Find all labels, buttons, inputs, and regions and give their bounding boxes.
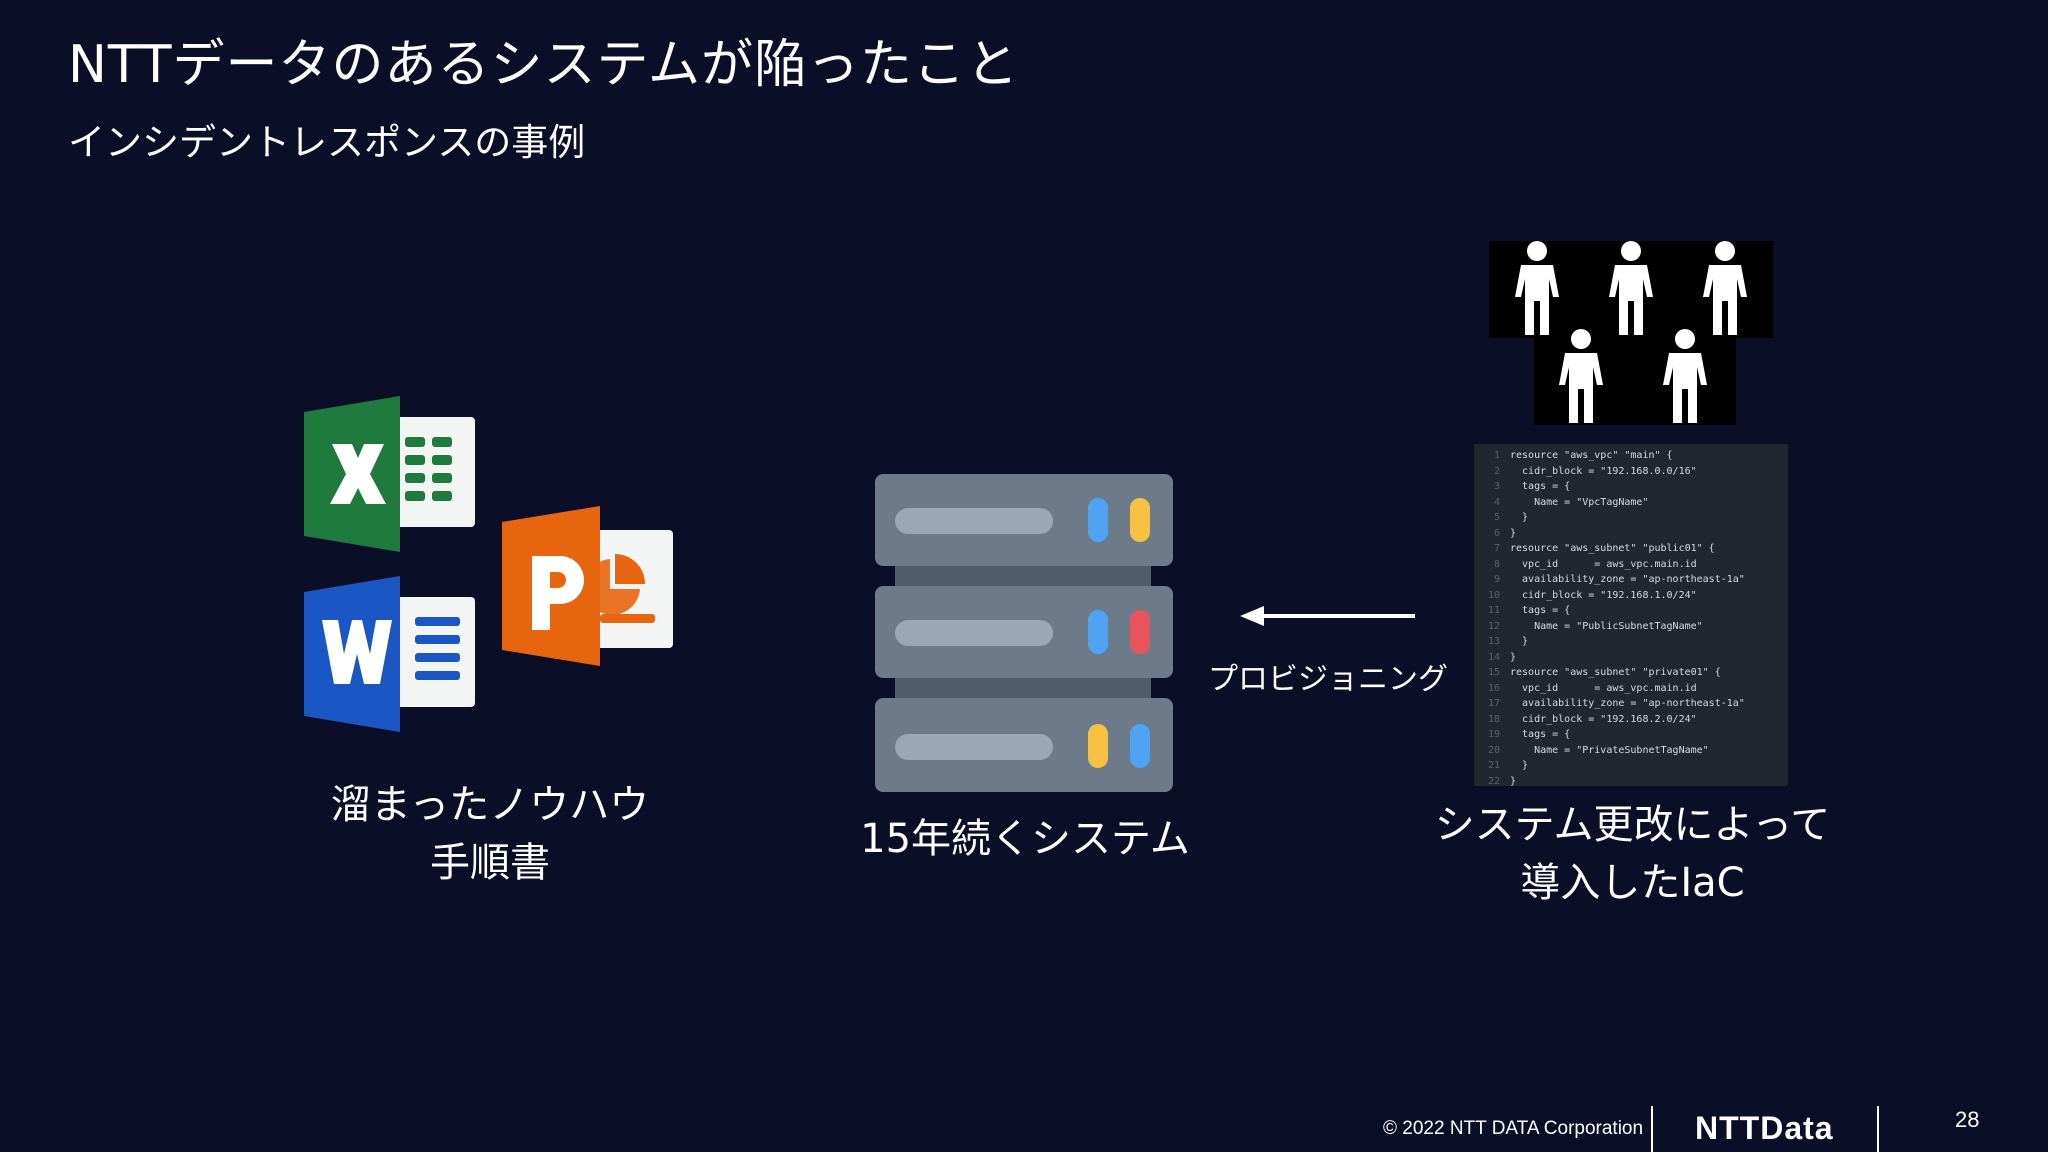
code-line-number: 4 — [1493, 496, 1500, 508]
code-line-number: 1 — [1493, 450, 1500, 461]
arrow-left-icon — [1240, 606, 1415, 626]
code-line-number: 8 — [1493, 558, 1500, 570]
code-line: 22} — [1474, 774, 1788, 787]
code-line-number: 21 — [1487, 760, 1500, 771]
code-line-number: 17 — [1487, 698, 1500, 709]
code-line: 17 availability_zone = "ap-northeast-1a" — [1474, 696, 1788, 712]
code-line-text: Name = "PrivateSubnetTagName" — [1510, 744, 1709, 756]
code-line: 5 } — [1474, 510, 1788, 526]
code-line-text: tags = { — [1510, 605, 1571, 616]
code-line-number: 15 — [1487, 667, 1500, 678]
code-line: 6} — [1474, 526, 1788, 542]
code-line: 15 resource "aws_subnet" "private01" { — [1474, 665, 1788, 681]
code-line-text: availability_zone = "ap-northeast-1a" — [1510, 574, 1745, 585]
word-icon — [304, 576, 475, 732]
code-line-number: 14 — [1487, 651, 1500, 663]
code-line-text: } — [1510, 512, 1529, 523]
iac-code-panel: 1 resource "aws_vpc" "main" { 2 cidr_block… — [1474, 444, 1788, 786]
code-line-number: 6 — [1493, 527, 1500, 539]
code-line-number: 2 — [1493, 465, 1500, 477]
code-line-number: 19 — [1487, 729, 1500, 740]
code-line: 7 resource "aws_subnet" "public01" { — [1474, 541, 1788, 557]
page-number: 28 — [1955, 1107, 1980, 1132]
office-icons — [304, 396, 673, 732]
people-icon — [1515, 241, 1747, 423]
code-line-text: } — [1510, 527, 1517, 539]
code-line-text: cidr_block = "192.168.2.0/24" — [1510, 713, 1697, 725]
code-line-text: } — [1510, 651, 1517, 663]
code-line: 11 tags = { — [1474, 603, 1788, 619]
code-line: 14} — [1474, 650, 1788, 666]
iac-caption: システム更改によって 導入したIaC — [1434, 802, 1831, 906]
code-line-number: 18 — [1487, 713, 1500, 725]
code-line-number: 7 — [1493, 543, 1500, 554]
code-line-number: 12 — [1487, 620, 1500, 632]
code-line: 18 cidr_block = "192.168.2.0/24" — [1474, 712, 1788, 728]
code-line-number: 20 — [1487, 744, 1500, 756]
code-line-number: 5 — [1493, 512, 1500, 523]
footer-divider-1 — [1651, 1106, 1653, 1152]
code-line: 12 Name = "PublicSubnetTagName" — [1474, 619, 1788, 635]
code-line-text: tags = { — [1510, 729, 1571, 740]
server-stack-icon — [875, 474, 1173, 792]
code-line: 2 cidr_block = "192.168.0.0/16" — [1474, 464, 1788, 480]
code-line-text: cidr_block = "192.168.0.0/16" — [1510, 465, 1697, 477]
footer-copyright: © 2022 NTT DATA Corporation — [1383, 1118, 1644, 1139]
code-line-text: Name = "PublicSubnetTagName" — [1510, 620, 1703, 632]
code-line-number: 16 — [1487, 682, 1500, 694]
code-line-text: vpc_id = aws_vpc.main.id — [1510, 558, 1697, 570]
footer-divider-2 — [1877, 1106, 1879, 1152]
code-line: 3 tags = { — [1474, 479, 1788, 495]
code-line-number: 9 — [1493, 574, 1500, 585]
slide-title: NTTデータのあるシステムが陥ったこと — [68, 35, 1019, 95]
excel-icon — [304, 396, 475, 552]
code-line: 21 } — [1474, 758, 1788, 774]
slide-subtitle: インシデントレスポンスの事例 — [68, 121, 586, 164]
code-line: 4 Name = "VpcTagName" — [1474, 495, 1788, 511]
code-line-text: availability_zone = "ap-northeast-1a" — [1510, 698, 1745, 709]
code-line: 16 vpc_id = aws_vpc.main.id — [1474, 681, 1788, 697]
code-line-text: tags = { — [1510, 481, 1571, 492]
provisioning-label: プロビジョニング — [1208, 662, 1448, 697]
knowhow-caption: 溜まったノウハウ 手順書 — [330, 782, 650, 886]
code-line: 13 } — [1474, 634, 1788, 650]
code-line-text: cidr_block = "192.168.1.0/24" — [1510, 589, 1697, 601]
code-line: 19 tags = { — [1474, 727, 1788, 743]
code-line: 10 cidr_block = "192.168.1.0/24" — [1474, 588, 1788, 604]
ntt-data-logo: NTTData — [1695, 1110, 1834, 1146]
code-line-number: 10 — [1487, 589, 1500, 601]
code-line-number: 22 — [1487, 775, 1500, 787]
code-line-text: resource "aws_subnet" "public01" { — [1510, 543, 1715, 554]
code-line-number: 3 — [1493, 481, 1500, 492]
code-line-text: } — [1510, 760, 1529, 771]
powerpoint-icon — [502, 506, 673, 666]
code-line: 1 resource "aws_vpc" "main" { — [1474, 448, 1788, 464]
code-line-text: vpc_id = aws_vpc.main.id — [1510, 682, 1697, 694]
code-line-text: } — [1510, 636, 1529, 647]
system-caption: 15年続くシステム — [860, 816, 1190, 862]
code-line: 9 availability_zone = "ap-northeast-1a" — [1474, 572, 1788, 588]
code-line-text: Name = "VpcTagName" — [1510, 496, 1649, 508]
code-line-number: 11 — [1487, 605, 1500, 616]
code-line: 8 vpc_id = aws_vpc.main.id — [1474, 557, 1788, 573]
code-line-text: resource "aws_vpc" "main" { — [1510, 450, 1673, 461]
code-line-number: 13 — [1487, 636, 1500, 647]
code-line: 20 Name = "PrivateSubnetTagName" — [1474, 743, 1788, 759]
code-line-text: } — [1510, 775, 1517, 787]
code-line-text: resource "aws_subnet" "private01" { — [1510, 667, 1721, 678]
